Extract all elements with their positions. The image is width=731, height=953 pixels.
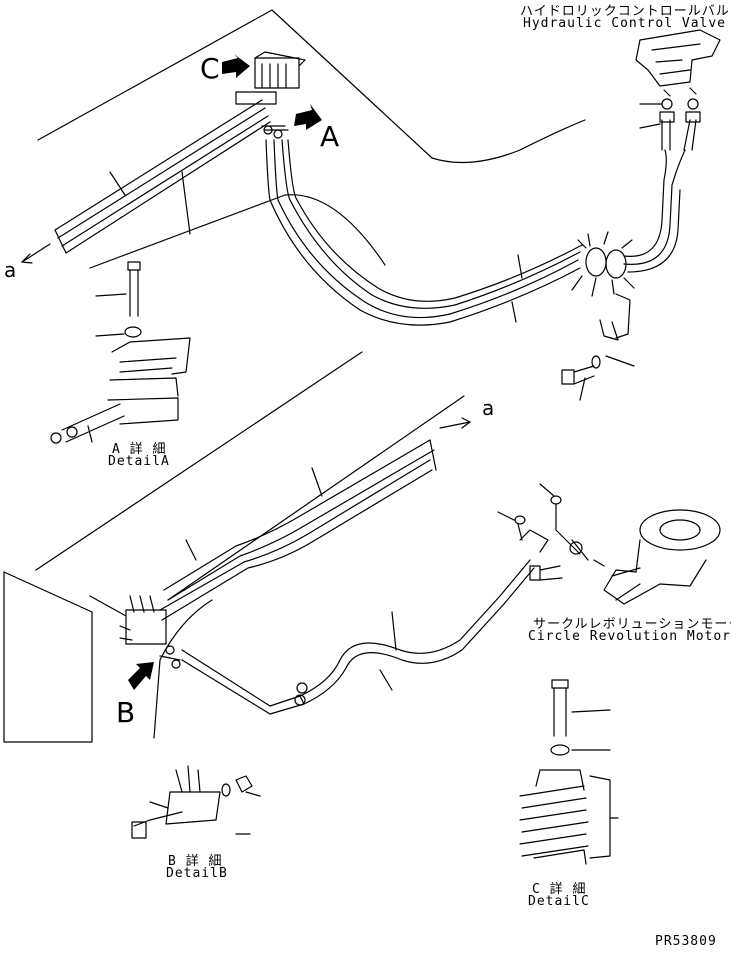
detail-b-label-jp: B 詳 細: [168, 854, 223, 869]
circle-revolution-motor-label-jp: サークルレボリューションモータ: [533, 617, 731, 632]
view-arrow-c: [222, 54, 250, 78]
hose-clamp: [572, 232, 634, 296]
hydraulic-control-valve-label-en: Hydraulic Control Valve: [523, 16, 727, 31]
lower-main-hose: [182, 560, 534, 714]
lower-frame-outline: [4, 352, 464, 742]
part-number: PR53809: [655, 934, 717, 949]
view-arrow-a: [294, 104, 322, 130]
detail-a-label-jp: A 詳 細: [112, 442, 167, 457]
valve-connection-hoses: [624, 99, 700, 272]
motor-fittings: [498, 484, 604, 580]
view-label-a: A: [320, 120, 340, 153]
detail-b: [132, 766, 260, 838]
upper-left-tubes: [22, 100, 270, 263]
detail-a-label-en: DetailA: [108, 454, 170, 469]
detail-c-label-en: DetailC: [528, 894, 590, 909]
main-hose-upper: [266, 140, 582, 325]
upper-frame-outline: [38, 10, 585, 268]
view-arrow-b: [128, 662, 154, 690]
detail-a: [51, 262, 190, 443]
detail-c: [520, 680, 618, 864]
bracket: [562, 294, 634, 400]
lower-upper-tubes: [160, 418, 470, 620]
circle-revolution-motor: [604, 510, 720, 604]
detail-c-label-jp: C 詳 細: [532, 882, 587, 897]
cut-label-a-upper: a: [4, 258, 17, 282]
view-label-b: B: [116, 696, 136, 729]
cut-label-a-lower: a: [482, 396, 495, 420]
view-label-c: C: [200, 52, 220, 85]
valve-block-c: [236, 52, 305, 138]
circle-revolution-motor-label-en: Circle Revolution Motor: [528, 629, 731, 644]
valve-block-b: [90, 596, 180, 668]
detail-b-label-en: DetailB: [166, 866, 228, 881]
hydraulic-control-valve: [636, 30, 720, 96]
hydraulic-control-valve-label-jp: ハイドロリックコントロールバルブ: [520, 4, 731, 19]
